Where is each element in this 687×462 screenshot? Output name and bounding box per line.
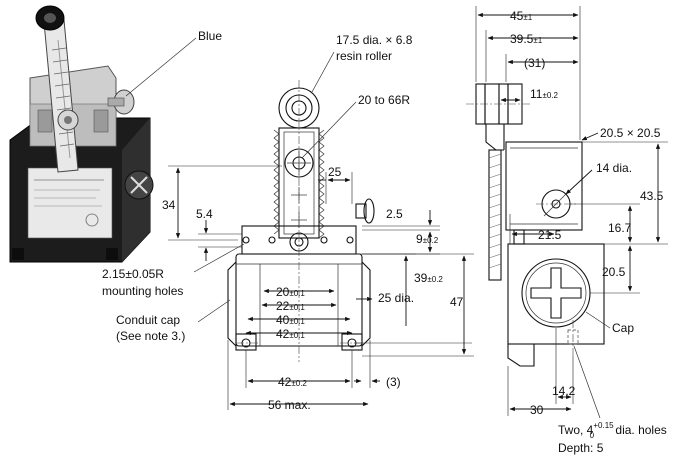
dim-42-a: 42±0.1 xyxy=(276,327,305,341)
roller-label-line2: resin roller xyxy=(336,49,392,63)
blue-label: Blue xyxy=(198,29,222,43)
dim-40: 40±0.1 xyxy=(276,313,305,327)
holes-label-line2: Depth: 5 xyxy=(558,441,604,455)
dim-39-5: 39.5±1 xyxy=(510,32,543,46)
blue-leader xyxy=(125,37,197,97)
dim-43-5: 43.5 xyxy=(640,189,664,203)
dim-9: 9±0.2 xyxy=(416,232,439,246)
dim-11: 11±0.2 xyxy=(530,87,559,101)
dim-31: (31) xyxy=(524,56,545,70)
dim-56-max: 56 max. xyxy=(268,398,311,412)
dim-21-5: 21.5 xyxy=(538,228,562,242)
dim-30: 30 xyxy=(530,403,544,417)
conduit-label-line1: Conduit cap xyxy=(116,313,180,327)
dim-42-b: 42±0.2 xyxy=(278,375,307,389)
dim-14-2: 14.2 xyxy=(552,384,576,398)
dim-22: 22±0.1 xyxy=(276,299,305,313)
dim-2-5: 2.5 xyxy=(386,207,403,221)
front-dimensions: 34 5.4 25 2.5 9±0.2 39±0.2 25 dia. 47 xyxy=(162,165,474,412)
cap-leader xyxy=(585,311,611,329)
dim-45: 45±1 xyxy=(510,9,533,23)
dim-14-dia: 14 dia. xyxy=(596,161,632,175)
mounting-label-line2: mounting holes xyxy=(102,284,183,298)
mounting-label-line1: 2.15±0.05R xyxy=(102,267,164,281)
roller-label-line1: 17.5 dia. × 6.8 xyxy=(336,33,413,47)
mounting-leader xyxy=(193,243,245,273)
side-dimensions: 45±1 39.5±1 (31) 11±0.2 20.5 × 20.5 14 d… xyxy=(475,6,668,417)
dim-20-5: 20.5 xyxy=(602,265,626,279)
dim-20-5x20-5: 20.5 × 20.5 xyxy=(600,126,661,140)
dim-25: 25 xyxy=(328,165,342,179)
dim-47: 47 xyxy=(450,295,464,309)
cap-label: Cap xyxy=(612,321,634,335)
roller-leader xyxy=(311,51,335,93)
dim-34: 34 xyxy=(162,198,176,212)
conduit-label-line2: (See note 3.) xyxy=(116,329,185,343)
dim-20: 20±0.1 xyxy=(276,285,305,299)
dim-39: 39±0.2 xyxy=(414,271,443,285)
dim-16-7: 16.7 xyxy=(608,221,632,235)
dim-3: (3) xyxy=(386,375,401,389)
lever-radius-leader xyxy=(301,101,357,159)
dim-25-dia: 25 dia. xyxy=(378,291,414,305)
dim-5-4: 5.4 xyxy=(196,207,213,221)
conduit-leader xyxy=(197,299,231,323)
product-photo xyxy=(9,5,154,263)
lever-radius-label: 20 to 66R xyxy=(358,93,410,107)
holes-leader xyxy=(573,345,601,419)
side-view xyxy=(466,83,605,367)
